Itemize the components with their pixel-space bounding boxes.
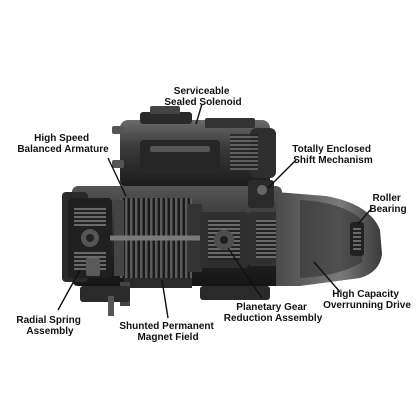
armature — [110, 198, 300, 278]
leader-spring — [57, 269, 81, 311]
leader-roller — [357, 207, 373, 225]
solenoid — [112, 106, 276, 188]
leader-solenoid — [195, 103, 203, 125]
leader-planetary — [227, 247, 263, 299]
leader-overrunning — [313, 261, 341, 293]
planetary-gear-assembly — [200, 212, 248, 268]
callout-labels: Serviceable Sealed Solenoid High Speed B… — [16, 86, 411, 343]
label-magnet: Shunted Permanent Magnet Field — [119, 321, 216, 343]
label-shift: Totally Enclosed Shift Mechanism — [292, 144, 374, 166]
label-planetary: Planetary Gear Reduction Assembly — [224, 302, 323, 324]
magnet-field — [120, 278, 192, 306]
mounting-base — [80, 286, 270, 316]
leader-lines — [57, 103, 373, 319]
leader-armature — [107, 157, 127, 197]
label-overrunning: High Capacity Overrunning Drive — [323, 289, 411, 311]
label-solenoid: Serviceable Sealed Solenoid — [164, 86, 241, 108]
label-armature: High Speed Balanced Armature — [17, 133, 109, 155]
roller-bearing — [350, 222, 364, 256]
label-spring: Radial Spring Assembly — [16, 315, 83, 337]
leader-shift — [267, 159, 297, 189]
label-roller: Roller Bearing — [369, 193, 406, 215]
radial-spring-assembly — [68, 198, 112, 278]
leader-magnet — [161, 279, 169, 319]
nose-housing — [276, 192, 382, 286]
shift-mechanism — [248, 180, 274, 208]
